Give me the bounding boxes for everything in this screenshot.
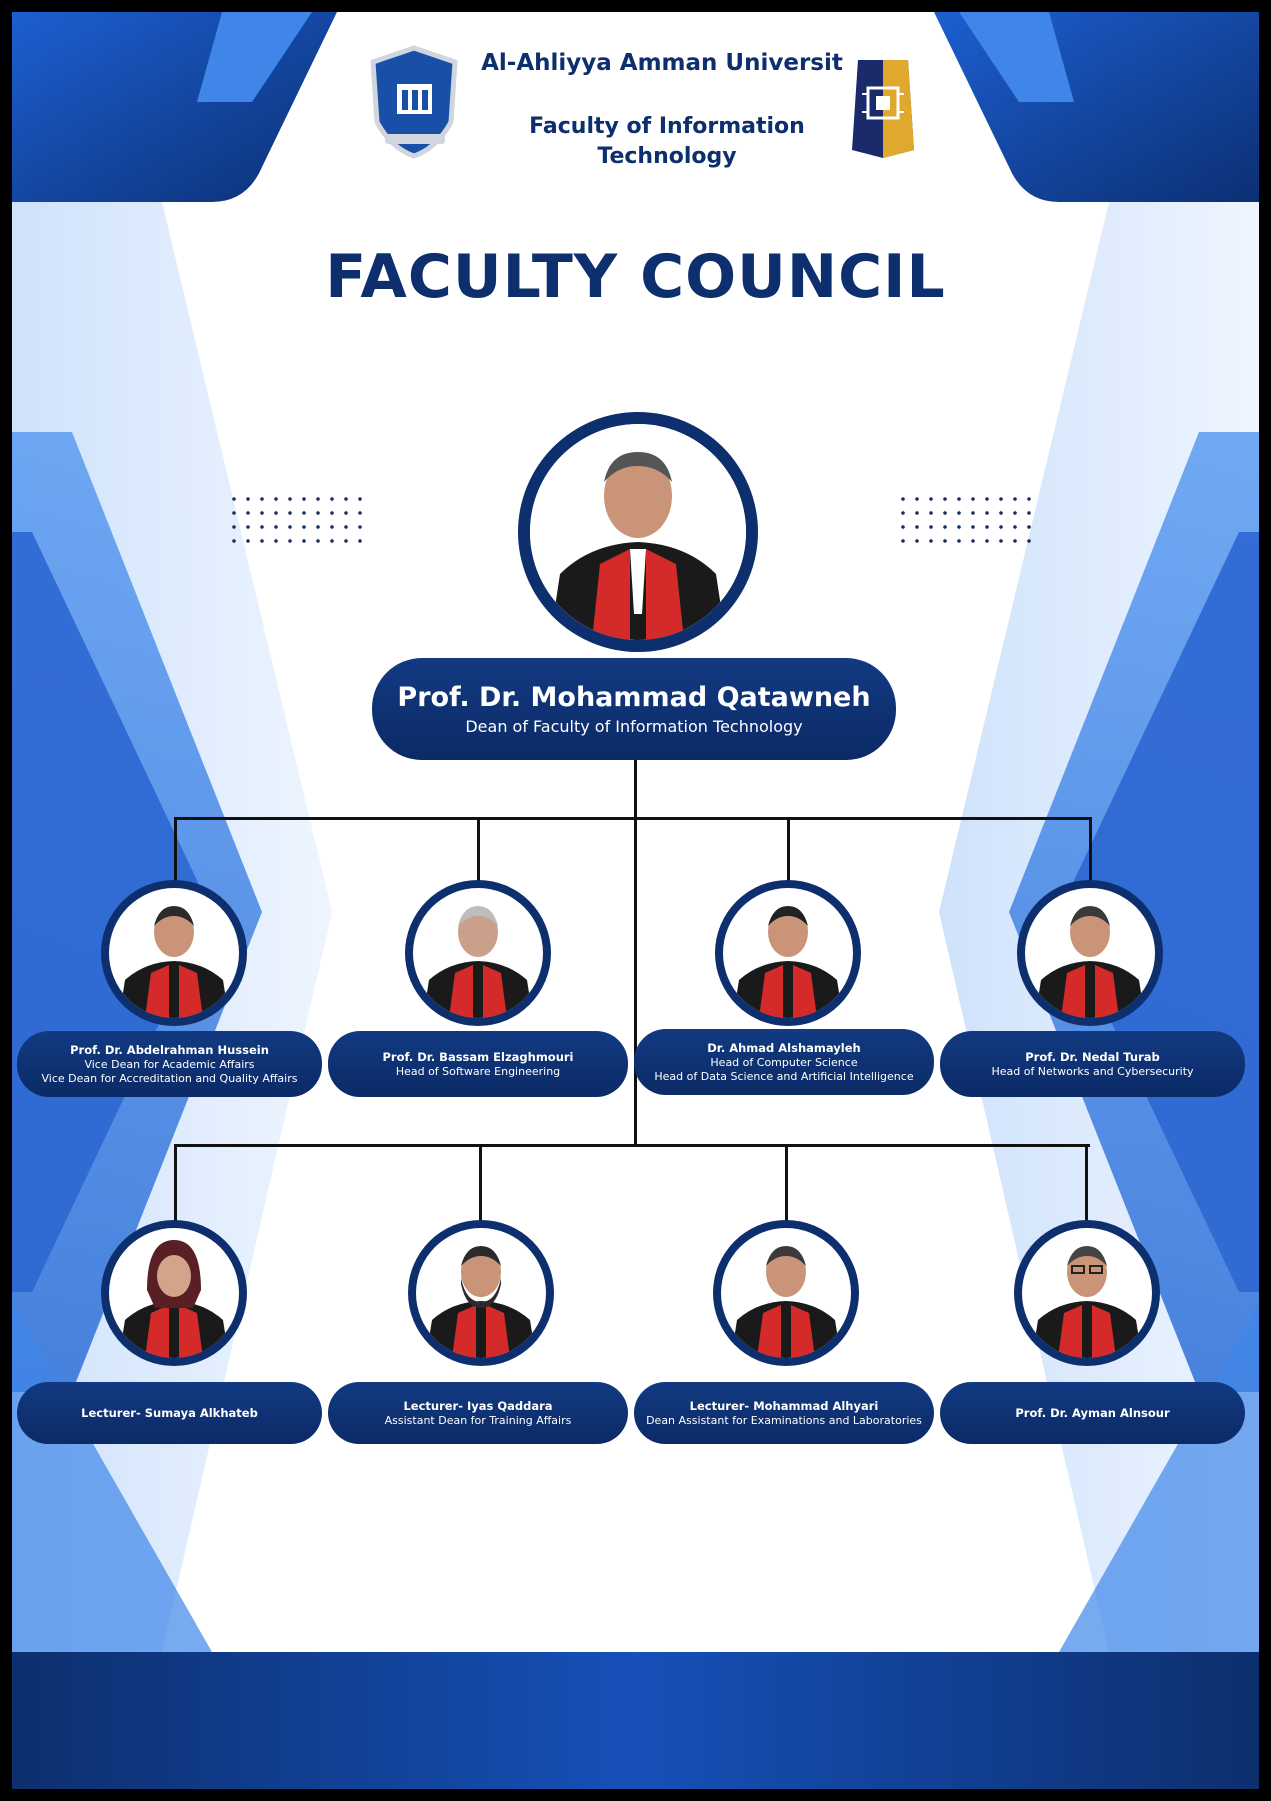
connector-row2-bar xyxy=(174,1144,1090,1147)
person-avatar-icon xyxy=(119,906,229,1018)
university-name: Al-Ahliyya Amman Universit xyxy=(481,50,843,76)
faculty-name: Faculty of Information Technology xyxy=(502,112,832,172)
person-avatar-icon xyxy=(530,424,746,640)
member-photo xyxy=(405,880,551,1026)
person-avatar-icon xyxy=(731,1246,841,1358)
faculty-name-line2: Technology xyxy=(597,144,737,169)
member-card: Lecturer- Iyas Qaddara Assistant Dean fo… xyxy=(328,1382,628,1444)
dot-pattern-left xyxy=(227,492,367,548)
member-card: Lecturer- Mohammad Alhyari Dean Assistan… xyxy=(634,1382,934,1444)
member-photo xyxy=(1017,880,1163,1026)
person-avatar-icon xyxy=(733,906,843,1018)
member-card: Prof. Dr. Abdelrahman Hussein Vice Dean … xyxy=(17,1031,322,1097)
member-role: Head of Data Science and Artificial Inte… xyxy=(654,1069,914,1083)
member-photo xyxy=(1014,1220,1160,1366)
member-name: Prof. Dr. Abdelrahman Hussein xyxy=(70,1042,269,1057)
dean-name: Prof. Dr. Mohammad Qatawneh xyxy=(397,682,871,713)
person-avatar-icon xyxy=(423,906,533,1018)
member-photo xyxy=(713,1220,859,1366)
member-role: Head of Software Engineering xyxy=(395,1064,561,1078)
faculty-chip-logo-icon xyxy=(852,60,914,158)
member-name: Lecturer- Iyas Qaddara xyxy=(403,1398,553,1413)
poster: Al-Ahliyya Amman Universit Faculty of In… xyxy=(12,12,1259,1789)
member-role: Dean Assistant for Examinations and Labo… xyxy=(646,1413,922,1427)
member-name: Prof. Dr. Ayman Alnsour xyxy=(1015,1405,1170,1420)
member-role: Vice Dean for Accreditation and Quality … xyxy=(41,1071,298,1085)
member-name: Prof. Dr. Nedal Turab xyxy=(1025,1049,1160,1064)
person-avatar-icon xyxy=(119,1240,229,1358)
member-name: Prof. Dr. Bassam Elzaghmouri xyxy=(382,1049,574,1064)
connector-row1-a xyxy=(174,817,177,892)
dean-role: Dean of Faculty of Information Technolog… xyxy=(465,717,803,736)
member-role: Head of Computer Science xyxy=(710,1055,858,1069)
member-card: Dr. Ahmad Alshamayleh Head of Computer S… xyxy=(634,1029,934,1095)
member-card: Lecturer- Sumaya Alkhateb xyxy=(17,1382,322,1444)
member-role: Assistant Dean for Training Affairs xyxy=(384,1413,572,1427)
connector-row1-b xyxy=(477,817,480,892)
member-card: Prof. Dr. Ayman Alnsour xyxy=(940,1382,1245,1444)
member-name: Dr. Ahmad Alshamayleh xyxy=(707,1040,861,1055)
university-seal-icon xyxy=(370,45,458,159)
faculty-name-line1: Faculty of Information xyxy=(529,114,805,139)
member-role: Vice Dean for Academic Affairs xyxy=(84,1057,255,1071)
member-card: Prof. Dr. Nedal Turab Head of Networks a… xyxy=(940,1031,1245,1097)
member-photo xyxy=(408,1220,554,1366)
person-avatar-icon xyxy=(1035,906,1145,1018)
member-photo xyxy=(101,1220,247,1366)
connector-row2-c xyxy=(785,1144,788,1229)
member-role: Head of Networks and Cybersecurity xyxy=(991,1064,1194,1078)
dean-card: Prof. Dr. Mohammad Qatawneh Dean of Facu… xyxy=(372,658,896,760)
member-card: Prof. Dr. Bassam Elzaghmouri Head of Sof… xyxy=(328,1031,628,1097)
connector-row2-b xyxy=(479,1144,482,1229)
connector-row1-bar xyxy=(174,817,1090,820)
page-title: FACULTY COUNCIL xyxy=(325,242,946,312)
member-name: Lecturer- Sumaya Alkhateb xyxy=(81,1405,258,1420)
member-name: Lecturer- Mohammad Alhyari xyxy=(689,1398,879,1413)
member-photo xyxy=(101,880,247,1026)
dean-photo xyxy=(518,412,758,652)
connector-row1-d xyxy=(1089,817,1092,892)
member-photo xyxy=(715,880,861,1026)
connector-row2-a xyxy=(174,1144,177,1229)
dot-pattern-right xyxy=(896,492,1036,548)
connector-row1-c xyxy=(787,817,790,892)
person-avatar-icon xyxy=(1032,1246,1142,1358)
person-avatar-icon xyxy=(426,1246,536,1358)
connector-dean-down xyxy=(634,760,637,1146)
connector-row2-d xyxy=(1085,1144,1088,1229)
